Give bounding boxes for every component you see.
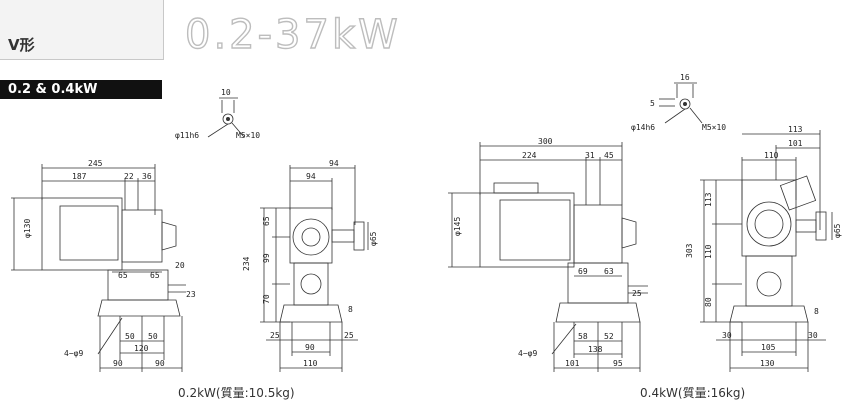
left-dim-90b: 90 xyxy=(155,359,165,368)
left-dim-120: 120 xyxy=(134,344,149,353)
right-dim-101: 101 xyxy=(565,359,580,368)
right-key-width: 16 xyxy=(680,73,690,82)
left-dim-20: 20 xyxy=(175,261,185,270)
section-title: 0.2 & 0.4kW xyxy=(8,82,98,97)
right-end-view: 113 101 110 303 113 110 80 φ65 8 30 30 1… xyxy=(685,125,842,372)
left-dim-23: 23 xyxy=(186,290,196,299)
left-overall-length: 245 xyxy=(88,159,103,168)
left-end-dim-99: 99 xyxy=(262,253,271,263)
left-end-shaft-dia: φ65 xyxy=(369,231,378,246)
right-end-height-303: 303 xyxy=(685,243,694,258)
right-end-dim-130: 130 xyxy=(760,359,775,368)
left-end-dim-65: 65 xyxy=(262,216,271,226)
left-holes: 4−φ9 xyxy=(64,349,83,358)
right-dim-52: 52 xyxy=(604,332,614,341)
left-end-width-94a: 94 xyxy=(329,159,339,168)
right-shaft-detail: 16 5 φ14h6 M5×10 xyxy=(631,73,726,132)
left-key-width: 10 xyxy=(221,88,231,97)
left-end-height-234: 234 xyxy=(242,256,251,271)
right-dim-69: 69 xyxy=(578,267,588,276)
right-end-width-113: 113 xyxy=(788,125,803,134)
right-key-height: 5 xyxy=(650,99,655,108)
right-end-dim-8: 8 xyxy=(814,307,819,316)
left-dim-65a: 65 xyxy=(118,271,128,280)
left-shaft-thread: M5×10 xyxy=(236,131,260,140)
right-shaft-thread: M5×10 xyxy=(702,123,726,132)
left-dim-65b: 65 xyxy=(150,271,160,280)
left-shaft-detail: 10 φ11h6 M5×10 xyxy=(175,88,260,140)
left-length-a: 187 xyxy=(72,172,87,181)
left-dim-50b: 50 xyxy=(148,332,158,341)
left-end-dim-25b: 25 xyxy=(344,331,354,340)
left-end-dim-70: 70 xyxy=(262,294,271,304)
right-dim-138: 138 xyxy=(588,345,603,354)
right-end-width-101: 101 xyxy=(788,139,803,148)
right-shaft-dia: φ14h6 xyxy=(631,123,655,132)
power-range-title: 0.2-37kW xyxy=(185,11,401,56)
left-end-dim-25a: 25 xyxy=(270,331,280,340)
left-dim-90a: 90 xyxy=(113,359,123,368)
right-end-dim-110v: 110 xyxy=(704,244,713,259)
left-end-view: 94 94 234 65 99 70 φ65 8 25 25 90 110 xyxy=(242,159,378,372)
right-dim-25: 25 xyxy=(632,289,642,298)
left-caption: 0.2kW(質量:10.5kg) xyxy=(178,386,295,400)
left-dim-50a: 50 xyxy=(125,332,135,341)
right-dim-95: 95 xyxy=(613,359,623,368)
left-length-b: 22 xyxy=(124,172,134,181)
right-end-dim-30b: 30 xyxy=(808,331,818,340)
right-end-dim-80: 80 xyxy=(704,297,713,307)
right-end-dim-105: 105 xyxy=(761,343,776,352)
right-end-width-110: 110 xyxy=(764,151,779,160)
right-overall-length: 300 xyxy=(538,137,553,146)
section-title-bar: 0.2 & 0.4kW xyxy=(0,80,162,99)
right-holes: 4−φ9 xyxy=(518,349,537,358)
left-motor-dia: φ130 xyxy=(23,219,32,238)
power-range-text: 0.2-37kW xyxy=(185,12,401,56)
type-label: V形 xyxy=(8,36,35,54)
type-label-box: V形 xyxy=(0,0,164,60)
left-length-c: 36 xyxy=(142,172,152,181)
left-shaft-dia: φ11h6 xyxy=(175,131,199,140)
left-end-dim-90: 90 xyxy=(305,343,315,352)
right-dim-63: 63 xyxy=(604,267,614,276)
right-length-c: 45 xyxy=(604,151,614,160)
right-end-dim-30a: 30 xyxy=(722,331,732,340)
right-dim-58: 58 xyxy=(578,332,588,341)
right-side-view: 300 224 31 45 φ145 69 63 25 58 52 138 10… xyxy=(448,137,648,372)
right-caption: 0.4kW(質量:16kg) xyxy=(640,386,746,400)
left-side-view: 245 187 22 36 φ130 65 65 20 23 50 50 120… xyxy=(11,159,196,372)
left-end-width-94b: 94 xyxy=(306,172,316,181)
left-end-dim-110: 110 xyxy=(303,359,318,368)
right-end-dim-113v: 113 xyxy=(704,192,713,207)
left-end-dim-8: 8 xyxy=(348,305,353,314)
right-length-a: 224 xyxy=(522,151,537,160)
right-length-b: 31 xyxy=(585,151,595,160)
right-motor-dia: φ145 xyxy=(453,217,462,236)
right-end-shaft-dia: φ65 xyxy=(833,223,842,238)
